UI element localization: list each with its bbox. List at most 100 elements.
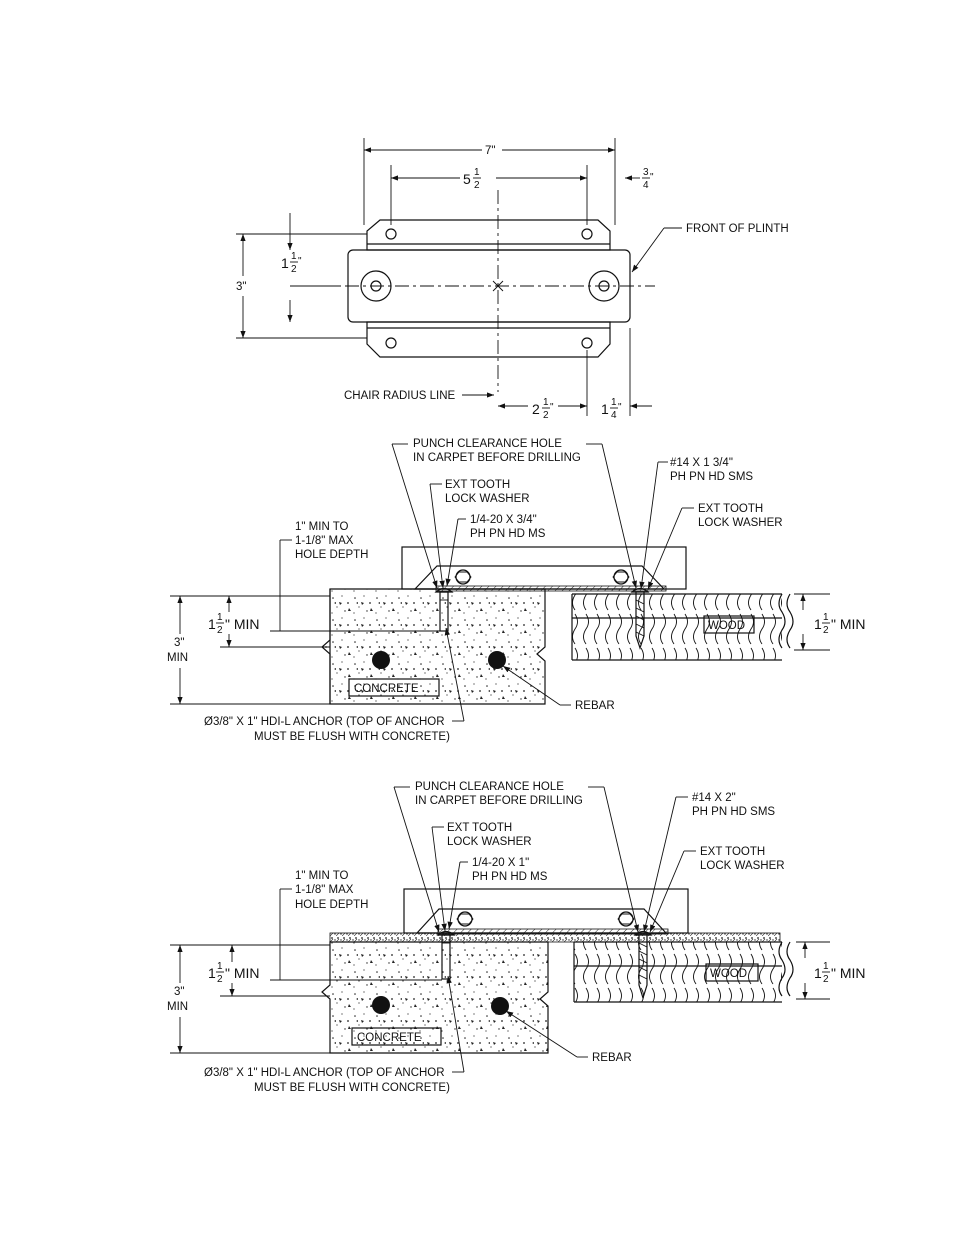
svg-text:2: 2 [543,410,549,421]
svg-text:2: 2 [217,974,223,985]
svg-text:2: 2 [474,180,480,191]
wood-floor [571,593,794,661]
callout-bolt: 1/4-20 X 1" [472,857,529,869]
svg-text:HOLE DEPTH: HOLE DEPTH [295,899,369,911]
callout-anchor: Ø3/8" X 1" HDI-L ANCHOR (TOP OF ANCHOR [204,1067,445,1079]
callout-washer-left: EXT TOOTH [445,479,510,491]
callout-hole-depth: 1" MIN TO [295,521,349,533]
svg-text:": " [650,172,654,183]
label-front-of-plinth: FRONT OF PLINTH [686,223,789,235]
plan-view: 7" 5 1 2 3 4 " [236,138,789,421]
callout-washer-right: EXT TOOTH [700,846,765,858]
concrete-slab [321,941,549,1054]
label-concrete: CONCRETE [357,1032,422,1044]
section-1: CONCRETE WOOD PUNCH CLEARANCE HOLE IN CA… [167,438,866,743]
svg-text:4: 4 [643,180,649,191]
label-wood: WOOD [708,620,745,632]
dim-min-left: 1 1 2 " MIN [208,961,260,985]
rebar-left [372,996,390,1014]
concrete-slab [321,588,546,705]
svg-text:1: 1 [814,616,822,632]
plinth-plan [320,190,655,392]
svg-text:1-1/8" MAX: 1-1/8" MAX [295,535,354,547]
dim-half-height: 1 1 2 " [281,251,302,275]
svg-text:5: 5 [463,171,471,187]
dim-overall-width: 7" [485,145,495,157]
svg-text:2: 2 [823,974,829,985]
svg-text:": " [298,256,302,267]
svg-text:LOCK WASHER: LOCK WASHER [698,517,783,529]
dim-min-right: 1 1 2 " MIN [814,612,866,636]
svg-text:IN CARPET BEFORE DRILLING: IN CARPET BEFORE DRILLING [413,452,581,464]
callout-bolt: 1/4-20 X 3/4" [470,514,537,526]
svg-text:LOCK WASHER: LOCK WASHER [700,860,785,872]
dim-slab-min: 3" [174,637,184,649]
svg-text:PH PN HD MS: PH PN HD MS [470,528,546,540]
svg-text:1: 1 [814,965,822,981]
svg-text:1: 1 [217,961,223,972]
callout-screw: #14 X 1 3/4" [670,457,733,469]
svg-text:MUST BE FLUSH WITH CONCRETE): MUST BE FLUSH WITH CONCRETE) [254,1082,450,1094]
callout-rebar: REBAR [575,700,615,712]
callout-washer-right: EXT TOOTH [698,503,763,515]
svg-text:1: 1 [823,961,829,972]
svg-text:1: 1 [474,167,480,178]
svg-text:1: 1 [611,397,617,408]
svg-text:MUST BE FLUSH WITH CONCRETE): MUST BE FLUSH WITH CONCRETE) [254,731,450,743]
svg-text:1: 1 [281,255,289,271]
svg-text:1: 1 [208,616,216,632]
section-2: CONCRETE WOOD PUNCH CLEARANCE HOLE IN CA… [167,781,866,1094]
svg-text:": " [618,402,622,413]
dim-height: 3" [236,281,246,293]
svg-text:PH PN HD MS: PH PN HD MS [472,871,548,883]
svg-text:2: 2 [217,625,223,636]
callout-washer-left: EXT TOOTH [447,822,512,834]
plinth-section [401,546,687,650]
callout-anchor: Ø3/8" X 1" HDI-L ANCHOR (TOP OF ANCHOR [204,716,445,728]
rebar-left [372,651,390,669]
svg-text:" MIN: " MIN [225,965,260,981]
dim-center-to-hole: 2 1 2 " [532,397,554,421]
svg-text:2: 2 [291,264,297,275]
svg-text:2: 2 [532,401,540,417]
svg-text:1: 1 [217,612,223,623]
callout-rebar: REBAR [592,1052,632,1064]
dim-min-left: 1 1 2 " MIN [208,612,260,636]
dim-slab-min: 3" [174,986,184,998]
svg-text:1: 1 [543,397,549,408]
callout-punch-clearance: PUNCH CLEARANCE HOLE [413,438,562,450]
svg-text:" MIN: " MIN [831,616,866,632]
svg-text:1-1/8" MAX: 1-1/8" MAX [295,884,354,896]
svg-text:MIN: MIN [167,1001,188,1013]
svg-text:1: 1 [823,612,829,623]
svg-text:4: 4 [611,410,617,421]
dim-hole-spacing: 5 1 2 [463,167,481,191]
rebar-right [488,651,506,669]
svg-text:" MIN: " MIN [225,616,260,632]
svg-text:PH PN HD SMS: PH PN HD SMS [670,471,753,483]
svg-text:": " [550,402,554,413]
dim-end-offset: 3 4 " [642,167,654,191]
svg-text:1: 1 [291,251,297,262]
svg-text:2: 2 [823,625,829,636]
label-concrete: CONCRETE [354,683,419,695]
dim-min-right: 1 1 2 " MIN [814,961,866,985]
svg-text:LOCK WASHER: LOCK WASHER [447,836,532,848]
svg-text:1: 1 [601,401,609,417]
label-wood: WOOD [710,968,747,980]
svg-text:3: 3 [643,167,649,178]
svg-text:MIN: MIN [167,652,188,664]
svg-text:1: 1 [208,965,216,981]
callout-hole-depth: 1" MIN TO [295,870,349,882]
svg-text:HOLE DEPTH: HOLE DEPTH [295,549,369,561]
label-chair-radius-line: CHAIR RADIUS LINE [344,390,456,402]
dim-hole-to-end: 1 1 4 " [601,397,622,421]
callout-punch-clearance: PUNCH CLEARANCE HOLE [415,781,564,793]
rebar-right [491,997,509,1015]
svg-text:LOCK WASHER: LOCK WASHER [445,493,530,505]
svg-text:PH PN HD SMS: PH PN HD SMS [692,806,775,818]
wood-floor [573,941,794,1003]
svg-text:IN CARPET BEFORE DRILLING: IN CARPET BEFORE DRILLING [415,795,583,807]
callout-screw: #14 X 2" [692,792,736,804]
